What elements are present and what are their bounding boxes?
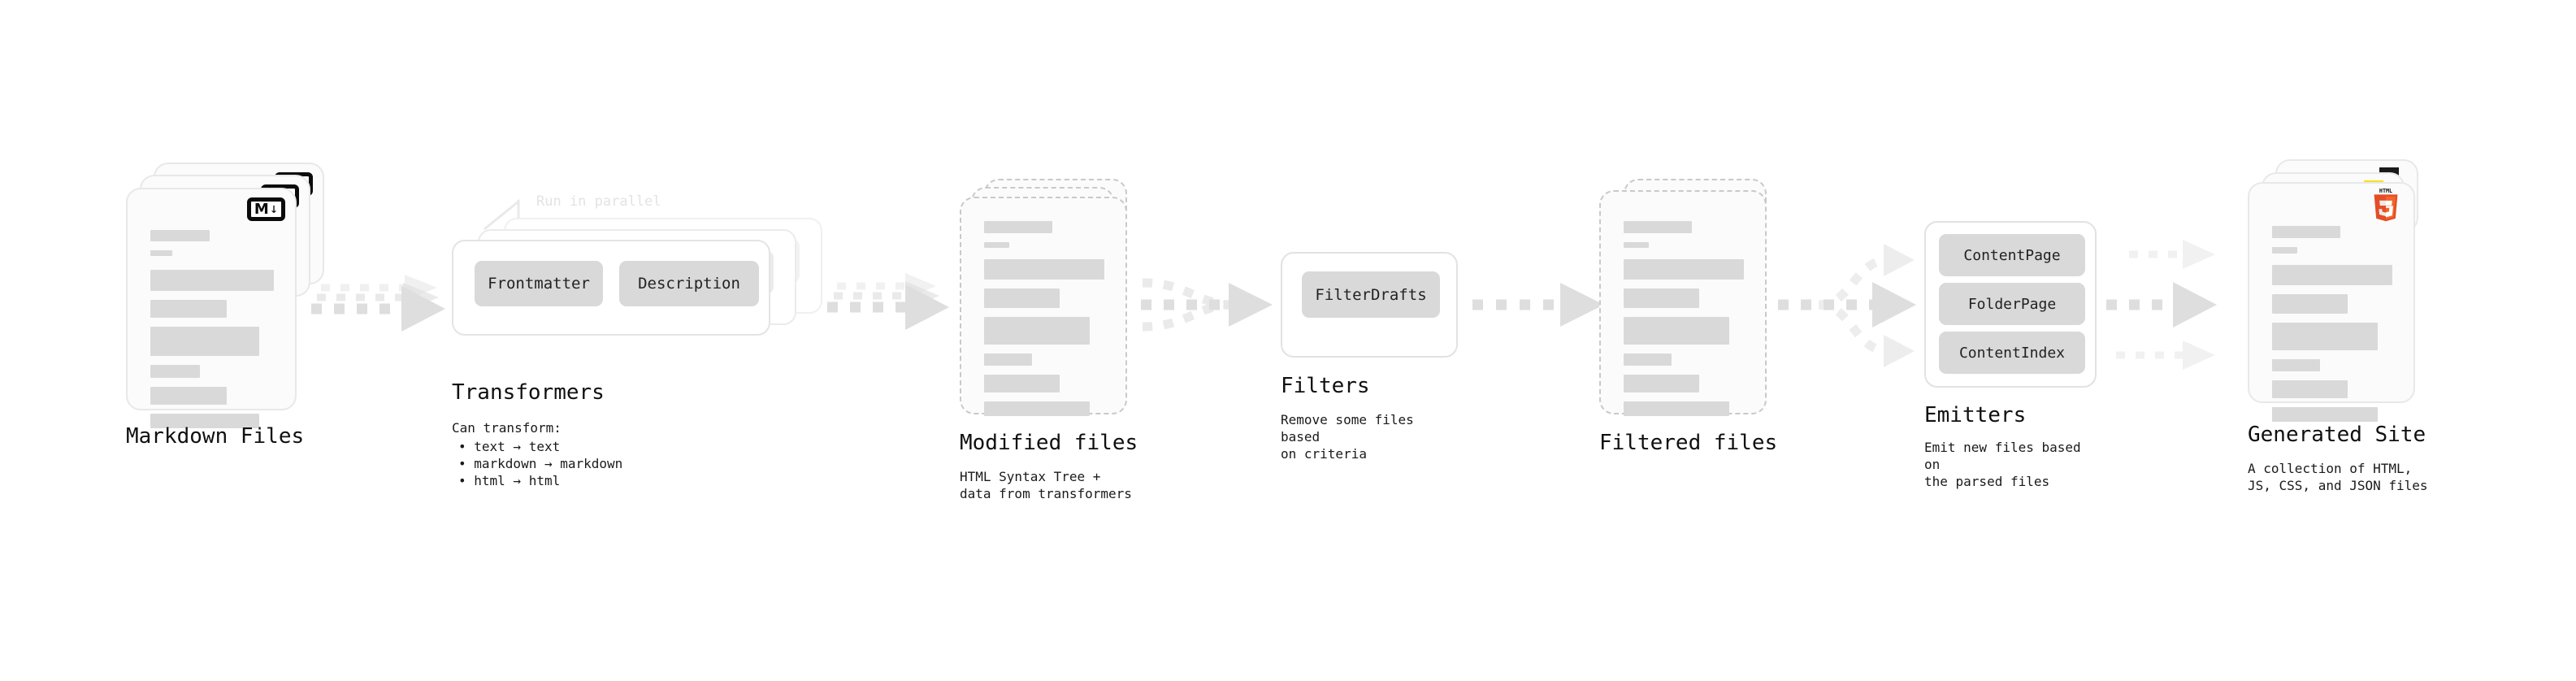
arrow-filters-to-filtered: [1472, 283, 1604, 327]
emitter-chip-contentpage[interactable]: ContentPage: [1939, 234, 2085, 276]
filtered-doc-front: [1599, 190, 1767, 416]
placeholder-bar: [1624, 259, 1744, 280]
stage-title-generated-site: Generated Site: [2248, 423, 2426, 447]
stage-emitters: ContentPage FolderPage ContentIndex Emit…: [1924, 221, 2097, 489]
placeholder-bar: [984, 354, 1033, 366]
transformers-bullet-list: • text → text • markdown → markdown • ht…: [458, 438, 622, 489]
placeholder-bar: [1624, 221, 1693, 233]
transformers-bullet: • text → text: [458, 439, 561, 454]
filtered-doc-stack: [1599, 179, 1786, 431]
filters-subtitle: Remove some files based on criteria: [1281, 412, 1414, 462]
transformer-chip-description[interactable]: Description: [619, 261, 759, 306]
placeholder-bar: [1624, 354, 1672, 366]
placeholder-bar: [984, 242, 1010, 248]
transformers-box-stack: Frontmatter Description: [452, 195, 842, 349]
svg-text:HTML: HTML: [2379, 188, 2392, 194]
transformers-subtitle: Can transform:: [452, 420, 562, 436]
stage-filters: FilterDrafts Filters Remove some files b…: [1281, 252, 1458, 462]
filter-chip-filterdrafts[interactable]: FilterDrafts: [1302, 271, 1440, 318]
stage-title-filtered-files: Filtered files: [1599, 431, 1778, 455]
doc-placeholder-lines: [2272, 226, 2392, 431]
generated-site-subtitle: A collection of HTML, JS, CSS, and JSON …: [2248, 461, 2428, 493]
placeholder-bar: [1624, 288, 1700, 308]
placeholder-bar: [150, 270, 274, 291]
emitter-chip-contentindex[interactable]: ContentIndex: [1939, 332, 2085, 374]
markdown-icon-letter: M: [254, 200, 269, 218]
placeholder-bar: [2272, 265, 2392, 285]
stage-title-markdown-files: Markdown Files: [126, 424, 305, 449]
placeholder-bar: [150, 365, 200, 378]
placeholder-bar: [150, 387, 228, 405]
placeholder-bar: [1624, 317, 1730, 345]
placeholder-bar: [150, 230, 210, 241]
placeholder-bar: [1624, 375, 1700, 393]
placeholder-bar: [2272, 247, 2298, 254]
arrow-transformers-to-modified: [827, 273, 949, 330]
stage-filtered-files: Filtered files: [1599, 179, 1786, 455]
stage-title-modified-files: Modified files: [960, 431, 1138, 455]
placeholder-bar: [2272, 323, 2379, 350]
stage-generated-site: HTML: [2248, 159, 2451, 493]
markdown-doc-front: M ↓: [126, 188, 297, 428]
arrow-modified-to-filters: [1141, 278, 1273, 332]
doc-placeholder-lines: [1624, 221, 1744, 425]
placeholder-bar: [984, 288, 1060, 308]
transformers-bullet: • html → html: [458, 473, 561, 488]
placeholder-bar: [150, 250, 173, 256]
placeholder-bar: [1624, 401, 1730, 416]
transformer-box-front[interactable]: Frontmatter Description: [452, 240, 770, 336]
arrow-filtered-to-emitters: [1778, 244, 1916, 367]
placeholder-bar: [2272, 294, 2348, 314]
emitters-box[interactable]: ContentPage FolderPage ContentIndex: [1924, 221, 2097, 388]
placeholder-bar: [2272, 380, 2348, 398]
stage-title-emitters: Emitters: [1924, 403, 2027, 427]
placeholder-bar: [150, 300, 228, 318]
stage-modified-files: Modified files HTML Syntax Tree + data f…: [960, 179, 1147, 501]
arrow-emitters-to-site: [2106, 240, 2217, 370]
placeholder-bar: [1624, 242, 1650, 248]
generated-doc-html: HTML: [2248, 182, 2415, 422]
emitter-chip-folderpage[interactable]: FolderPage: [1939, 283, 2085, 325]
modified-doc-front: [960, 197, 1127, 416]
transformers-bullet: • markdown → markdown: [458, 456, 623, 471]
filters-box[interactable]: FilterDrafts: [1281, 252, 1458, 358]
run-in-parallel-annotation: Run in parallel: [536, 193, 661, 210]
placeholder-bar: [984, 221, 1053, 233]
doc-placeholder-lines: [150, 230, 274, 437]
modified-files-subtitle: HTML Syntax Tree + data from transformer…: [960, 469, 1132, 501]
placeholder-bar: [2272, 359, 2321, 371]
markdown-doc-stack: M ↓ M ↓ M ↓: [126, 163, 337, 428]
emitters-subtitle: Emit new files based on the parsed files: [1924, 440, 2081, 489]
placeholder-bar: [2272, 226, 2341, 238]
modified-doc-stack: [960, 179, 1147, 431]
placeholder-bar: [984, 401, 1091, 416]
transformer-chip-frontmatter[interactable]: Frontmatter: [475, 261, 603, 306]
stage-transformers: Run in parallel Frontmatter Description …: [452, 193, 842, 488]
html5-icon: HTML: [2370, 188, 2402, 226]
doc-placeholder-lines: [984, 221, 1104, 425]
placeholder-bar: [150, 414, 259, 428]
placeholder-bar: [984, 317, 1091, 345]
stage-markdown-files: M ↓ M ↓ M ↓: [126, 163, 337, 449]
placeholder-bar: [150, 327, 259, 356]
markdown-icon-arrow: ↓: [269, 201, 279, 217]
placeholder-bar: [984, 259, 1104, 280]
stage-title-transformers: Transformers: [452, 380, 605, 405]
placeholder-bar: [984, 375, 1060, 393]
stage-title-filters: Filters: [1281, 374, 1370, 398]
placeholder-bar: [2272, 407, 2379, 422]
generated-doc-stack: HTML: [2248, 159, 2451, 427]
markdown-icon: M ↓: [247, 197, 285, 221]
